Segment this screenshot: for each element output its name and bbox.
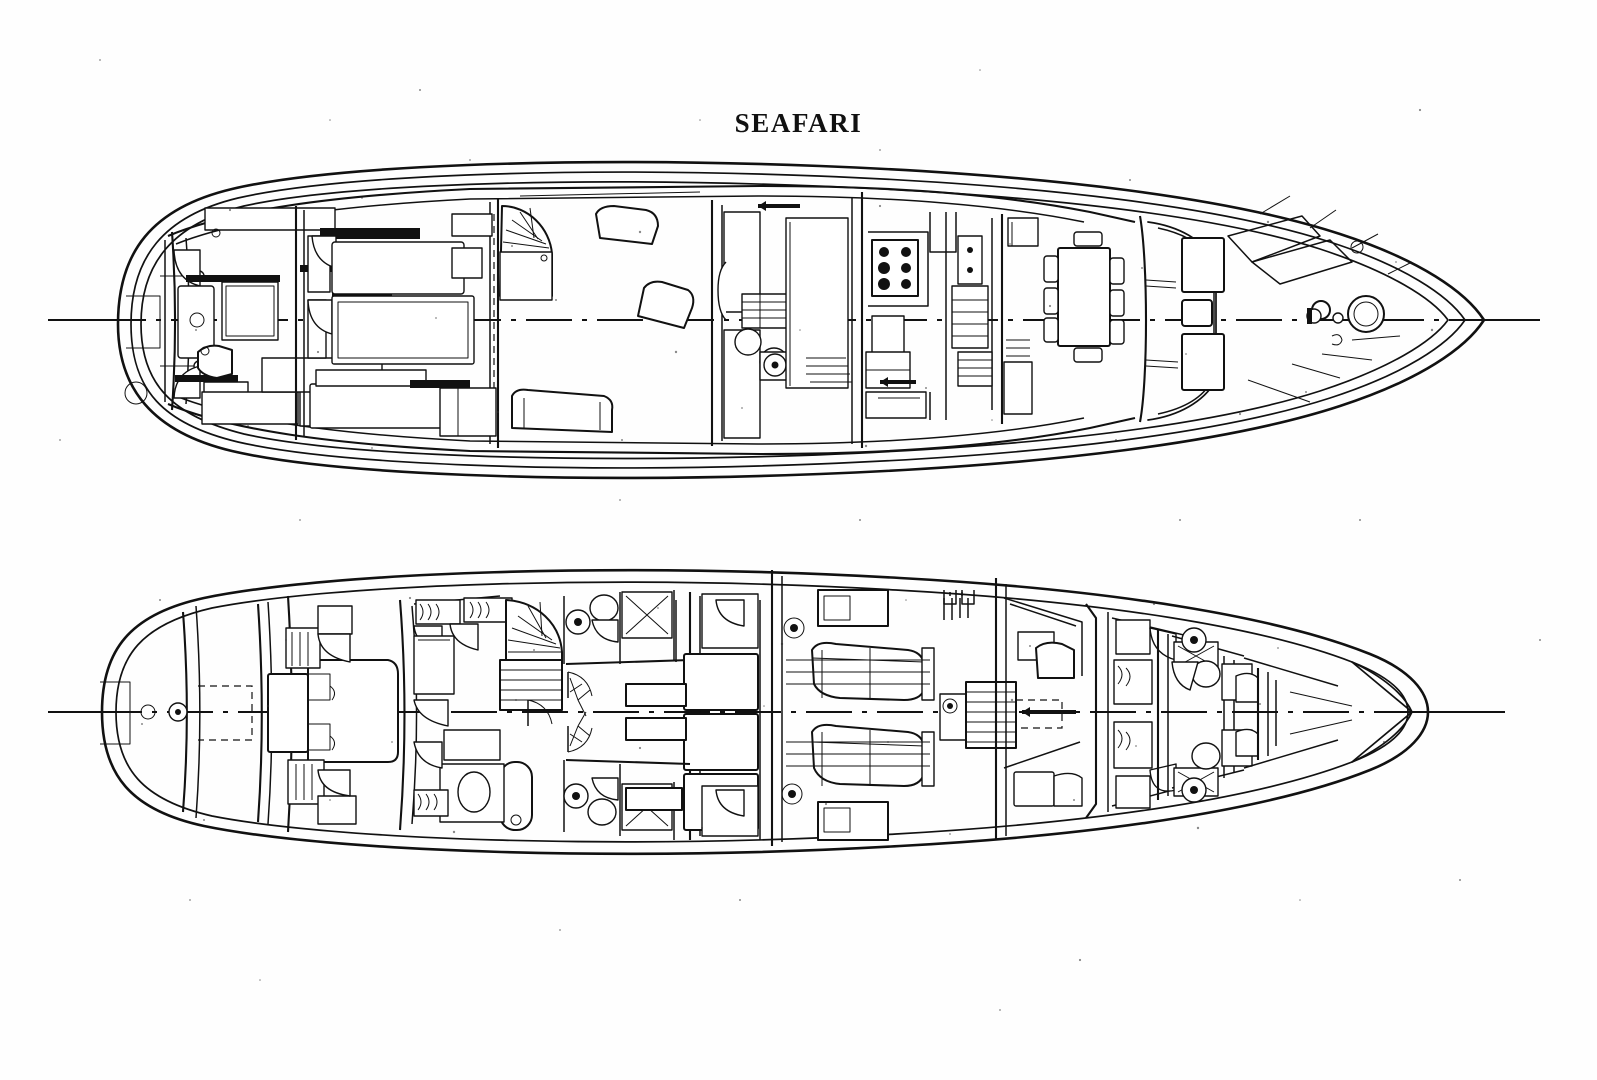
aft-stateroom xyxy=(294,206,483,440)
guest-head-port xyxy=(563,590,675,664)
main-deck-hull-outline xyxy=(116,160,1486,480)
crew-head xyxy=(1171,627,1259,803)
pilothouse xyxy=(1138,215,1225,423)
pantry-refrigeration xyxy=(945,212,993,420)
guest-cabin-stbd xyxy=(565,593,761,840)
stove-cooktop xyxy=(871,239,919,297)
dining-area xyxy=(1000,214,1125,424)
page-title: SEAFARI xyxy=(734,108,863,138)
spiral-staircase xyxy=(499,599,563,711)
guest-cabin-port xyxy=(527,592,759,840)
foredeck xyxy=(1227,195,1413,403)
companionway-ladder xyxy=(965,681,1017,749)
crew-quarters xyxy=(1111,617,1189,809)
engine-room xyxy=(781,589,1076,841)
engine-room-bulkhead xyxy=(770,570,783,846)
anchor-windlass xyxy=(1306,295,1385,346)
forepeak xyxy=(1243,657,1413,769)
queen-berth xyxy=(267,659,399,763)
master-stateroom xyxy=(267,595,418,833)
galley xyxy=(710,192,957,448)
guest-head-stbd xyxy=(413,729,675,840)
master-head-port xyxy=(413,595,513,727)
main-engine-port xyxy=(811,641,935,701)
main-salon xyxy=(439,191,701,454)
main-engine-stbd xyxy=(811,723,935,787)
crew-mess xyxy=(994,578,1109,840)
curved-staircase xyxy=(499,205,553,301)
